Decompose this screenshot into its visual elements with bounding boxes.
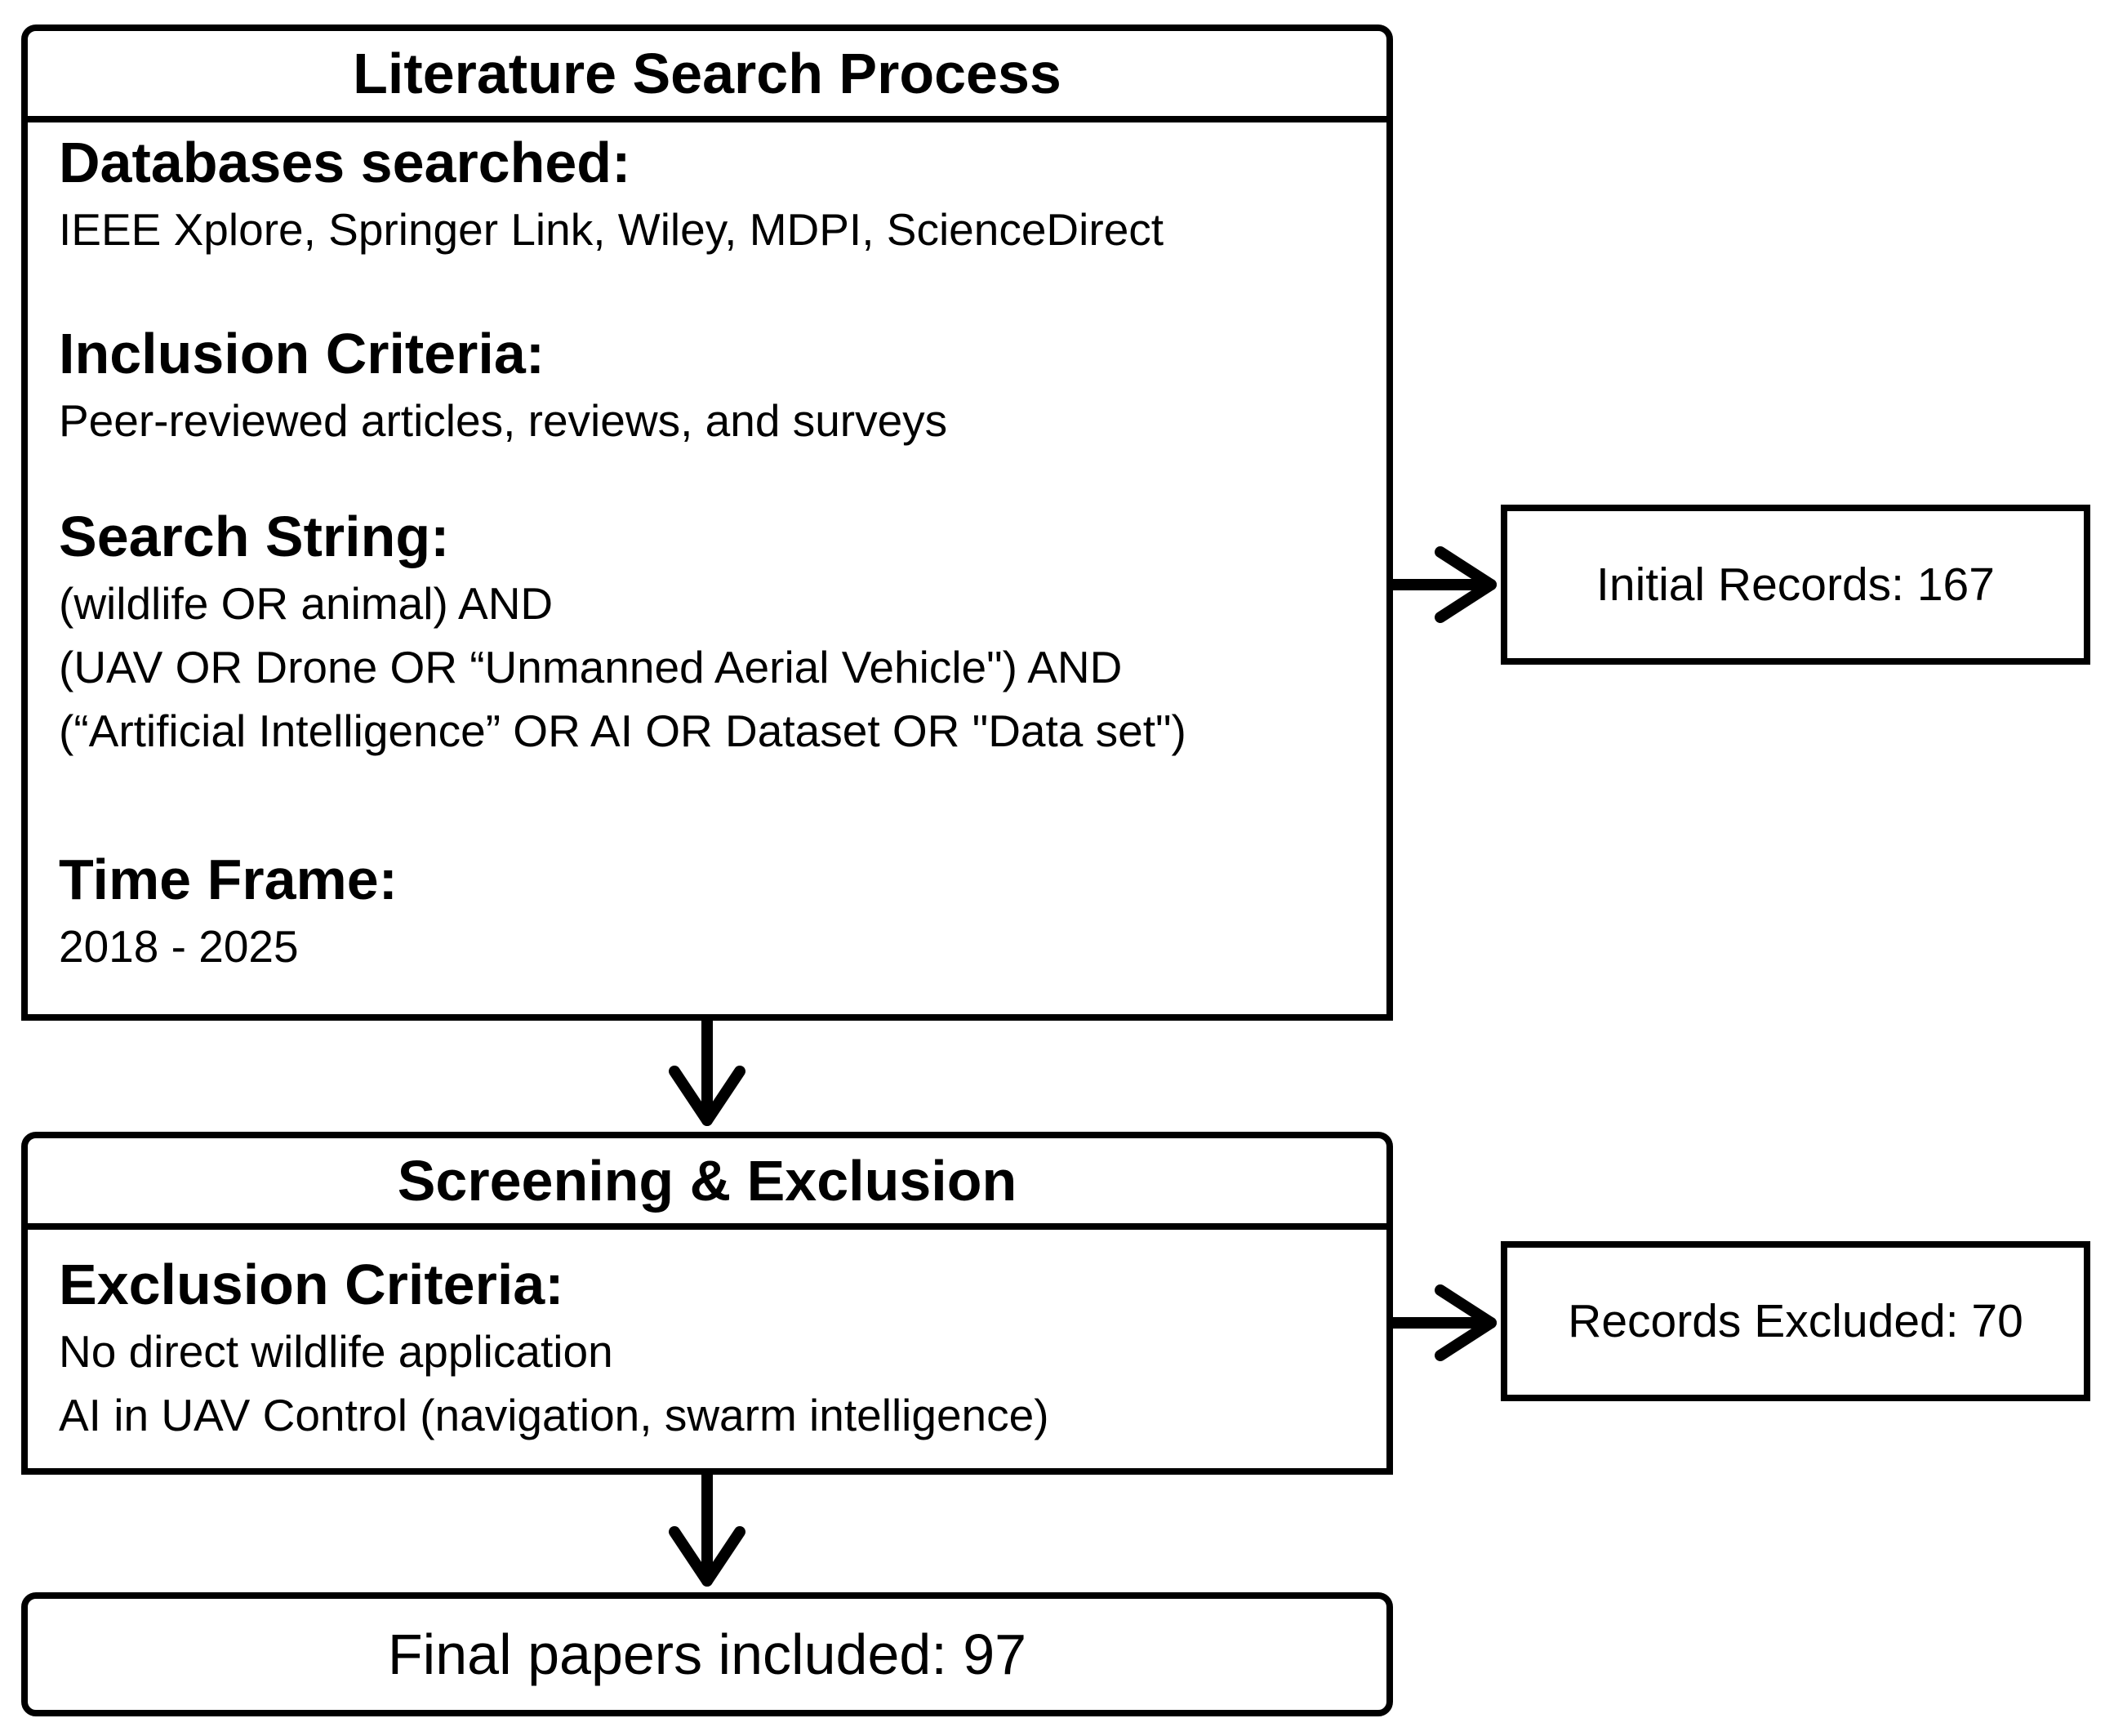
initial-records-box: Initial Records: 167 <box>1501 505 2090 665</box>
exclusion-line: No direct wildlife application <box>59 1326 613 1377</box>
time-frame-heading: Time Frame: <box>59 848 398 911</box>
search-string-heading: Search String: <box>59 505 450 568</box>
inclusion-heading: Inclusion Criteria: <box>59 322 545 385</box>
search-string-line: (wildlife OR animal) AND <box>59 578 554 629</box>
time-frame-text: 2018 - 2025 <box>59 921 299 972</box>
arrow-to-screening <box>669 1015 745 1126</box>
exclusion-line: AI in UAV Control (navigation, swarm int… <box>59 1390 1049 1440</box>
search-string-line: (“Artificial Intelligence” OR AI OR Data… <box>59 706 1186 756</box>
search-string-line: (UAV OR Drone OR “Unmanned Aerial Vehicl… <box>59 642 1123 692</box>
arrow-to-records-excluded <box>1387 1284 1497 1361</box>
records-excluded-box: Records Excluded: 70 <box>1501 1241 2090 1401</box>
databases-heading: Databases searched: <box>59 131 631 194</box>
final-papers-label: Final papers included: 97 <box>387 1622 1027 1686</box>
literature-search-title: Literature Search Process <box>28 31 1386 122</box>
arrow-to-final-papers <box>669 1469 745 1587</box>
records-excluded-label: Records Excluded: 70 <box>1568 1295 2023 1347</box>
databases-text: IEEE Xplore, Springer Link, Wiley, MDPI,… <box>59 204 1164 255</box>
exclusion-heading: Exclusion Criteria: <box>59 1253 564 1316</box>
screening-title: Screening & Exclusion <box>28 1138 1386 1230</box>
literature-search-box: Literature Search Process Databases sear… <box>21 24 1393 1021</box>
arrow-to-initial-records <box>1387 546 1497 623</box>
final-papers-box: Final papers included: 97 <box>21 1592 1393 1716</box>
inclusion-text: Peer-reviewed articles, reviews, and sur… <box>59 395 948 446</box>
initial-records-label: Initial Records: 167 <box>1596 559 1995 611</box>
screening-box: Screening & Exclusion Exclusion Criteria… <box>21 1132 1393 1475</box>
